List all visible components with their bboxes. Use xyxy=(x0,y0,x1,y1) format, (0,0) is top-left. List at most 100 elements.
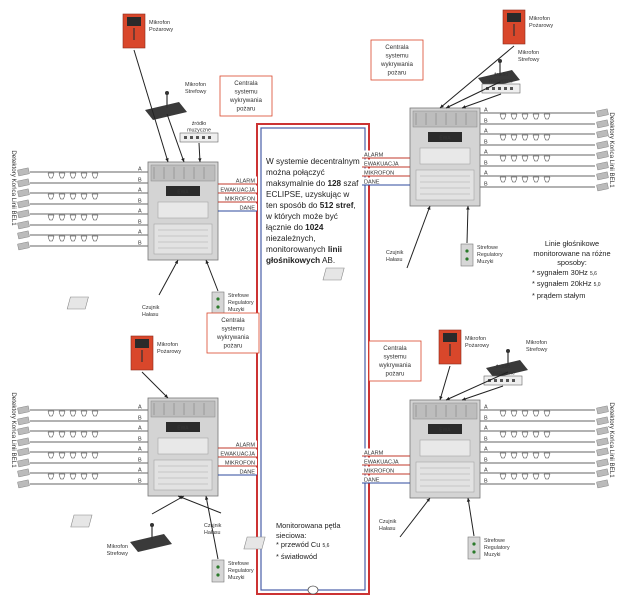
connector-line xyxy=(461,93,502,109)
speaker-icon xyxy=(47,172,55,179)
fire-central-label: pożaru xyxy=(237,106,256,113)
regulator-label-line: Muzyki xyxy=(484,552,500,558)
eol-detector xyxy=(596,437,609,447)
line-label: B xyxy=(484,182,488,188)
arrow-head xyxy=(174,260,178,264)
zone-mic-label-line: Strefowy xyxy=(185,89,207,95)
center-info-text: W systemie decentralnym można połączyć m… xyxy=(266,157,360,265)
eol-detector xyxy=(17,230,30,240)
fire-central-label: Centrala xyxy=(383,345,407,352)
connector-line xyxy=(439,365,451,401)
speaker-icon xyxy=(91,193,99,200)
volume-regulator xyxy=(211,559,225,583)
connector-line xyxy=(406,205,431,269)
speaker-icon xyxy=(91,214,99,221)
speaker-icon xyxy=(521,134,529,141)
speaker-icon xyxy=(521,410,529,417)
eol-detector xyxy=(596,150,609,160)
arrow-head xyxy=(178,495,182,499)
fire-central-label: Centrala xyxy=(221,317,245,324)
signal-label-bg xyxy=(219,203,257,211)
speaker-icon xyxy=(58,214,66,221)
line-label: B xyxy=(138,199,142,205)
line-label: B xyxy=(138,241,142,247)
line-label: B xyxy=(138,416,142,422)
regulator-knob xyxy=(216,297,220,301)
rack-panel xyxy=(419,147,471,165)
rack-vent xyxy=(150,164,216,182)
signal-label-bg xyxy=(219,185,257,193)
eol-detector xyxy=(17,468,30,478)
eol-detector xyxy=(17,167,30,177)
line-label: B xyxy=(138,437,142,443)
regulator-knob xyxy=(216,305,220,309)
connector-line xyxy=(445,371,509,401)
fire-mic-label-line: Pożarowy xyxy=(149,27,173,33)
zone-mic-head xyxy=(506,349,510,353)
line-label: A xyxy=(484,108,488,114)
music-source-button xyxy=(506,379,509,382)
arrow-head xyxy=(462,105,466,109)
speaker-icon xyxy=(80,235,88,242)
line-label: A xyxy=(138,447,142,453)
eol-detector xyxy=(596,426,609,436)
line-label: B xyxy=(138,479,142,485)
connector-line xyxy=(166,113,185,163)
eol-detector xyxy=(17,209,30,219)
signal-label-bg xyxy=(219,194,257,202)
speaker-icon xyxy=(521,431,529,438)
line-label: B xyxy=(484,437,488,443)
fire-central-label: pożaru xyxy=(388,70,407,77)
side-label-detectors: Detektory Końca Linii BEL1 xyxy=(608,112,615,188)
line-label: A xyxy=(138,405,142,411)
speaker-icon xyxy=(532,113,540,120)
fire-mic-label-line: Pożarowy xyxy=(465,343,489,349)
regulator-knob xyxy=(216,573,220,577)
detector-label-line: Hałasu xyxy=(386,257,403,263)
eol-detector xyxy=(596,468,609,478)
music-source-label-line: źródło xyxy=(496,364,510,370)
rack-display xyxy=(166,422,200,432)
speaker-icon xyxy=(521,452,529,459)
connector-line xyxy=(141,371,169,399)
eol-detector xyxy=(596,405,609,415)
speaker-icon xyxy=(91,452,99,459)
monitoring-30hz: * sygnałem 30Hz 5,6 xyxy=(532,267,597,277)
monitoring-dc: * prądem stałym xyxy=(532,290,586,300)
fire-central-label: pożaru xyxy=(386,371,405,378)
eol-detector xyxy=(17,458,30,468)
fire-central-box xyxy=(368,340,422,382)
arrow-head xyxy=(426,498,430,502)
loop-end-marker xyxy=(307,585,319,595)
regulator-label-line: Muzyki xyxy=(228,307,244,313)
music-source-label-line: źródło xyxy=(192,121,206,127)
arrow-head xyxy=(462,397,466,401)
signal-label: MIKROFON xyxy=(225,197,255,203)
rack-panel xyxy=(157,437,209,455)
zone-microphone xyxy=(486,360,528,378)
volume-regulator xyxy=(211,291,225,315)
line-label: A xyxy=(138,426,142,432)
eol-detector xyxy=(596,458,609,468)
speaker-icon xyxy=(58,452,66,459)
speaker-icon xyxy=(91,431,99,438)
eol-detector xyxy=(596,171,609,181)
fire-central-box xyxy=(206,312,260,354)
fire-central-label: Centrala xyxy=(385,44,409,51)
arrow-head xyxy=(204,496,209,500)
connector-line xyxy=(177,495,222,514)
zone-microphone xyxy=(478,70,520,88)
eol-detector xyxy=(17,199,30,209)
signal-label-bg xyxy=(219,176,257,184)
fire-central-label: wykrywania xyxy=(216,334,250,341)
rack-vent xyxy=(412,402,478,420)
signal-label-bg xyxy=(219,467,257,475)
line-monitoring-title: Linie głośnikowe monitorowane na różne s… xyxy=(533,239,611,267)
zone-mic-head xyxy=(150,523,154,527)
eol-detector xyxy=(17,479,30,489)
volume-regulator xyxy=(460,243,474,267)
rack-lower-panel xyxy=(415,461,475,493)
regulator-label-line: Strefowe xyxy=(484,538,505,544)
arrow-head xyxy=(181,158,185,162)
